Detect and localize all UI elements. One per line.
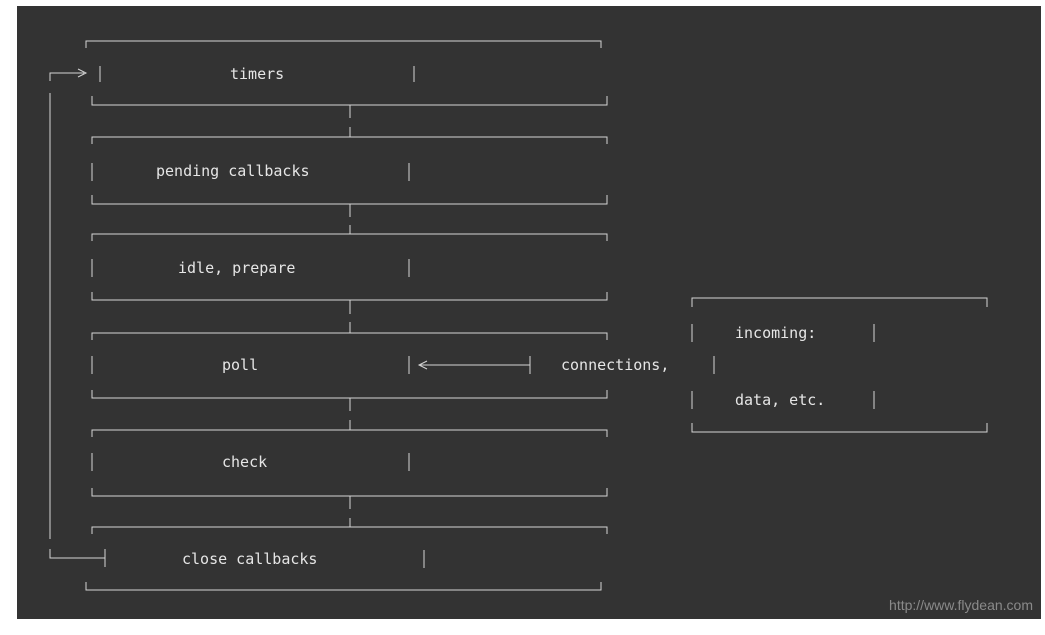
incoming-box [691, 297, 988, 433]
phase-label-pending-callbacks: pending callbacks [156, 162, 310, 180]
diagram-panel: timers pending callbacks idle, prepare p… [17, 6, 1041, 619]
phase-box-timers [85, 40, 608, 106]
event-loop-diagram [49, 40, 988, 591]
phase-label-close-callbacks: close callbacks [182, 550, 318, 568]
phase-label-idle-prepare: idle, prepare [178, 259, 296, 277]
phase-box-check [91, 429, 608, 497]
incoming-to-poll-arrow [417, 356, 531, 374]
phase-box-idle-prepare [91, 233, 608, 301]
watermark: http://www.flydean.com [889, 597, 1033, 613]
incoming-label-line3: data, etc. [735, 391, 826, 409]
phase-label-timers: timers [230, 65, 285, 83]
loop-back-arrow [49, 68, 106, 567]
phase-label-poll: poll [222, 356, 259, 374]
phase-box-close-callbacks [85, 526, 608, 591]
incoming-label-line2: connections, [561, 356, 670, 374]
incoming-label-line1: incoming: [735, 324, 817, 342]
phase-label-check: check [222, 453, 268, 471]
